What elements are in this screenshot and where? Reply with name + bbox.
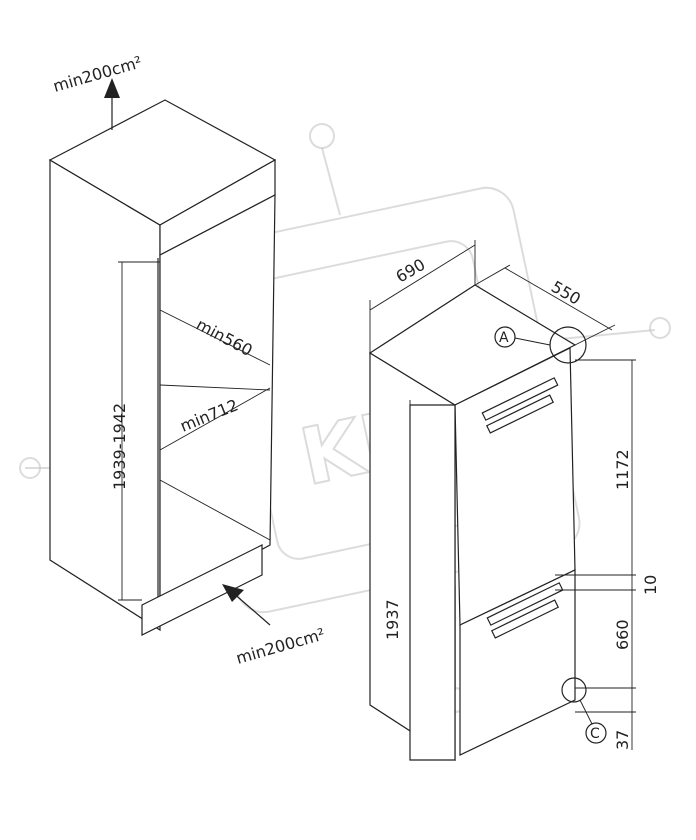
niche-bottom-vent-label: min200cm² [234,624,327,667]
fridge-gap-label: 10 [641,575,660,595]
fridge-marker-a: A [499,330,509,346]
fridge-height-label: 1937 [383,599,402,640]
fridge-width-label: 690 [393,255,429,287]
niche-height-label: 1939-1942 [110,403,129,490]
niche-drawing: min200cm² min200cm² 1939-1942 min560 min… [48,52,327,668]
fridge-upper-door-label: 1172 [613,449,632,490]
niche-top-vent-label: min200cm² [51,52,144,95]
fridge-marker-c: C [590,726,600,742]
fridge-base-label: 37 [613,730,632,750]
fridge-drawing: 690 550 A 1937 1172 10 660 37 C [368,240,660,762]
fridge-lower-door-label: 660 [613,619,632,650]
fridge-depth-label: 550 [548,277,584,309]
